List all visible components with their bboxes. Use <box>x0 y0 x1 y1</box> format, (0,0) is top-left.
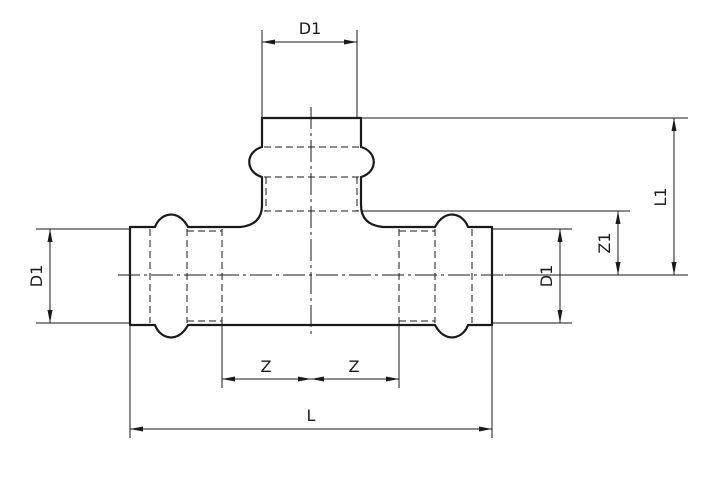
tee-outline <box>128 116 494 339</box>
tee-body-outline <box>128 116 494 339</box>
dimension-l1: L1 <box>651 118 677 275</box>
dimension-d1-left: D1 <box>27 229 53 323</box>
extension-lines <box>36 30 688 438</box>
arrow-z-right-start <box>311 376 324 382</box>
arrow-d1-top-right <box>344 39 357 45</box>
label-l1: L1 <box>651 187 670 206</box>
arrow-l-end <box>479 426 492 432</box>
arrow-l1-bottom <box>671 262 677 275</box>
label-z1: Z1 <box>595 232 614 253</box>
center-lines <box>118 107 505 336</box>
label-z-right: Z <box>349 357 360 376</box>
dimension-z1: Z1 <box>595 211 621 275</box>
dimension-z-left: Z <box>222 357 311 382</box>
arrow-d1-top-left <box>262 39 275 45</box>
label-l: L <box>307 406 316 425</box>
dimension-d1-top: D1 <box>262 19 357 45</box>
arrow-d1-right-top <box>557 229 563 242</box>
arrow-z-left-start <box>222 376 235 382</box>
arrow-z1-top <box>615 211 621 224</box>
arrow-z1-bottom <box>615 262 621 275</box>
label-d1-left: D1 <box>27 265 46 288</box>
arrow-l-start <box>130 426 143 432</box>
dimension-d1-right: D1 <box>537 229 563 323</box>
arrow-d1-left-top <box>47 229 53 242</box>
label-d1-top: D1 <box>299 19 322 38</box>
arrow-z-left-end <box>298 376 311 382</box>
label-d1-right: D1 <box>537 265 556 288</box>
label-z-left: Z <box>261 357 272 376</box>
arrow-l1-top <box>671 118 677 131</box>
dimension-l: L <box>130 406 492 432</box>
arrow-d1-right-bottom <box>557 310 563 323</box>
arrow-z-right-end <box>386 376 399 382</box>
dimension-z-right: Z <box>311 357 399 382</box>
arrow-d1-left-bottom <box>47 310 53 323</box>
